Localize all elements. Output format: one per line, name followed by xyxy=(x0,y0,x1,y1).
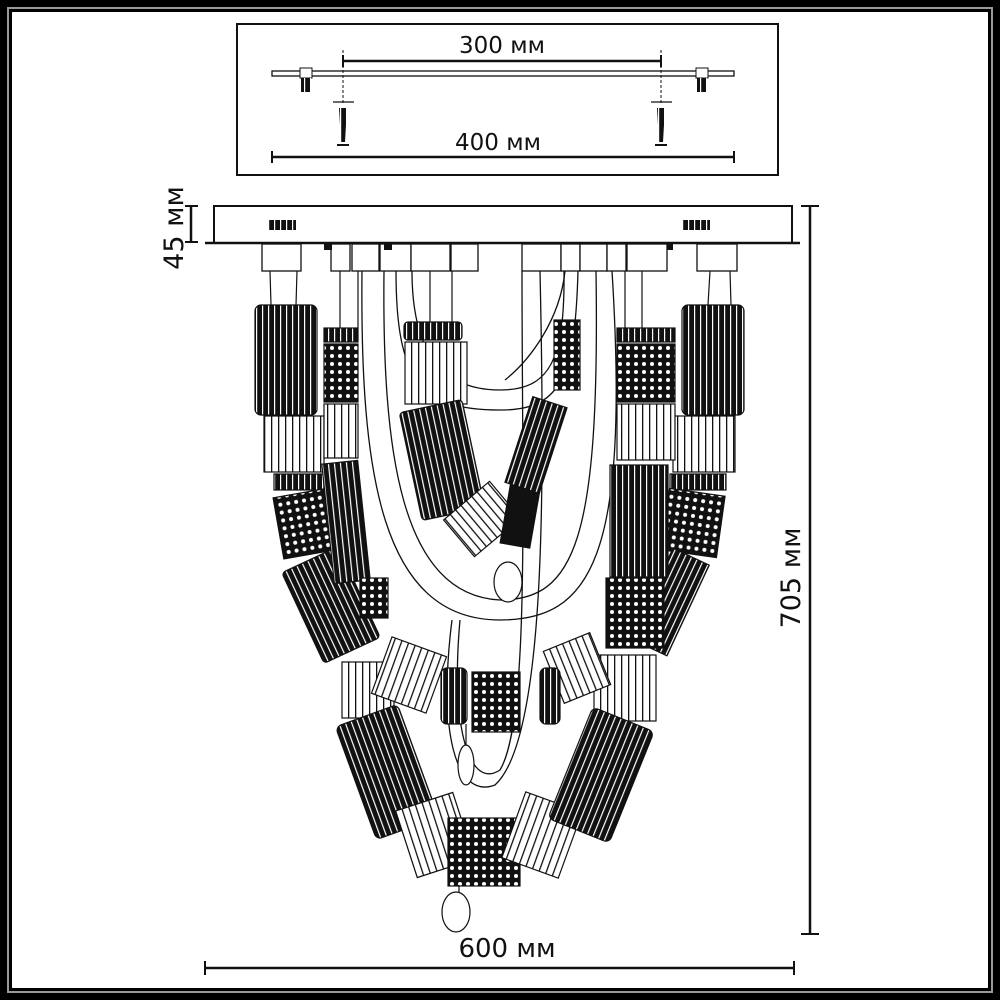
dim-705-label: 705 мм xyxy=(776,528,807,629)
left-inner-chain xyxy=(321,327,389,619)
bottom-bead-chain xyxy=(336,705,653,933)
canopy: 45 мм xyxy=(159,186,800,272)
left-bead-chain xyxy=(254,304,448,719)
mount-plate-detail: 300 мм 400 мм xyxy=(236,23,779,176)
dim-600-label: 600 мм xyxy=(458,934,555,964)
middle-beads xyxy=(440,667,561,786)
width-dimension: 600 мм xyxy=(204,934,795,975)
center-bead-chain xyxy=(399,319,581,603)
height-dimension: 705 мм xyxy=(776,205,819,935)
dim-45-label: 45 мм xyxy=(159,186,190,270)
suspension-wires xyxy=(269,270,732,328)
dim-400-label: 400 мм xyxy=(455,130,541,156)
dim-300-label: 300 мм xyxy=(459,33,545,59)
right-inner-chain xyxy=(542,327,676,722)
